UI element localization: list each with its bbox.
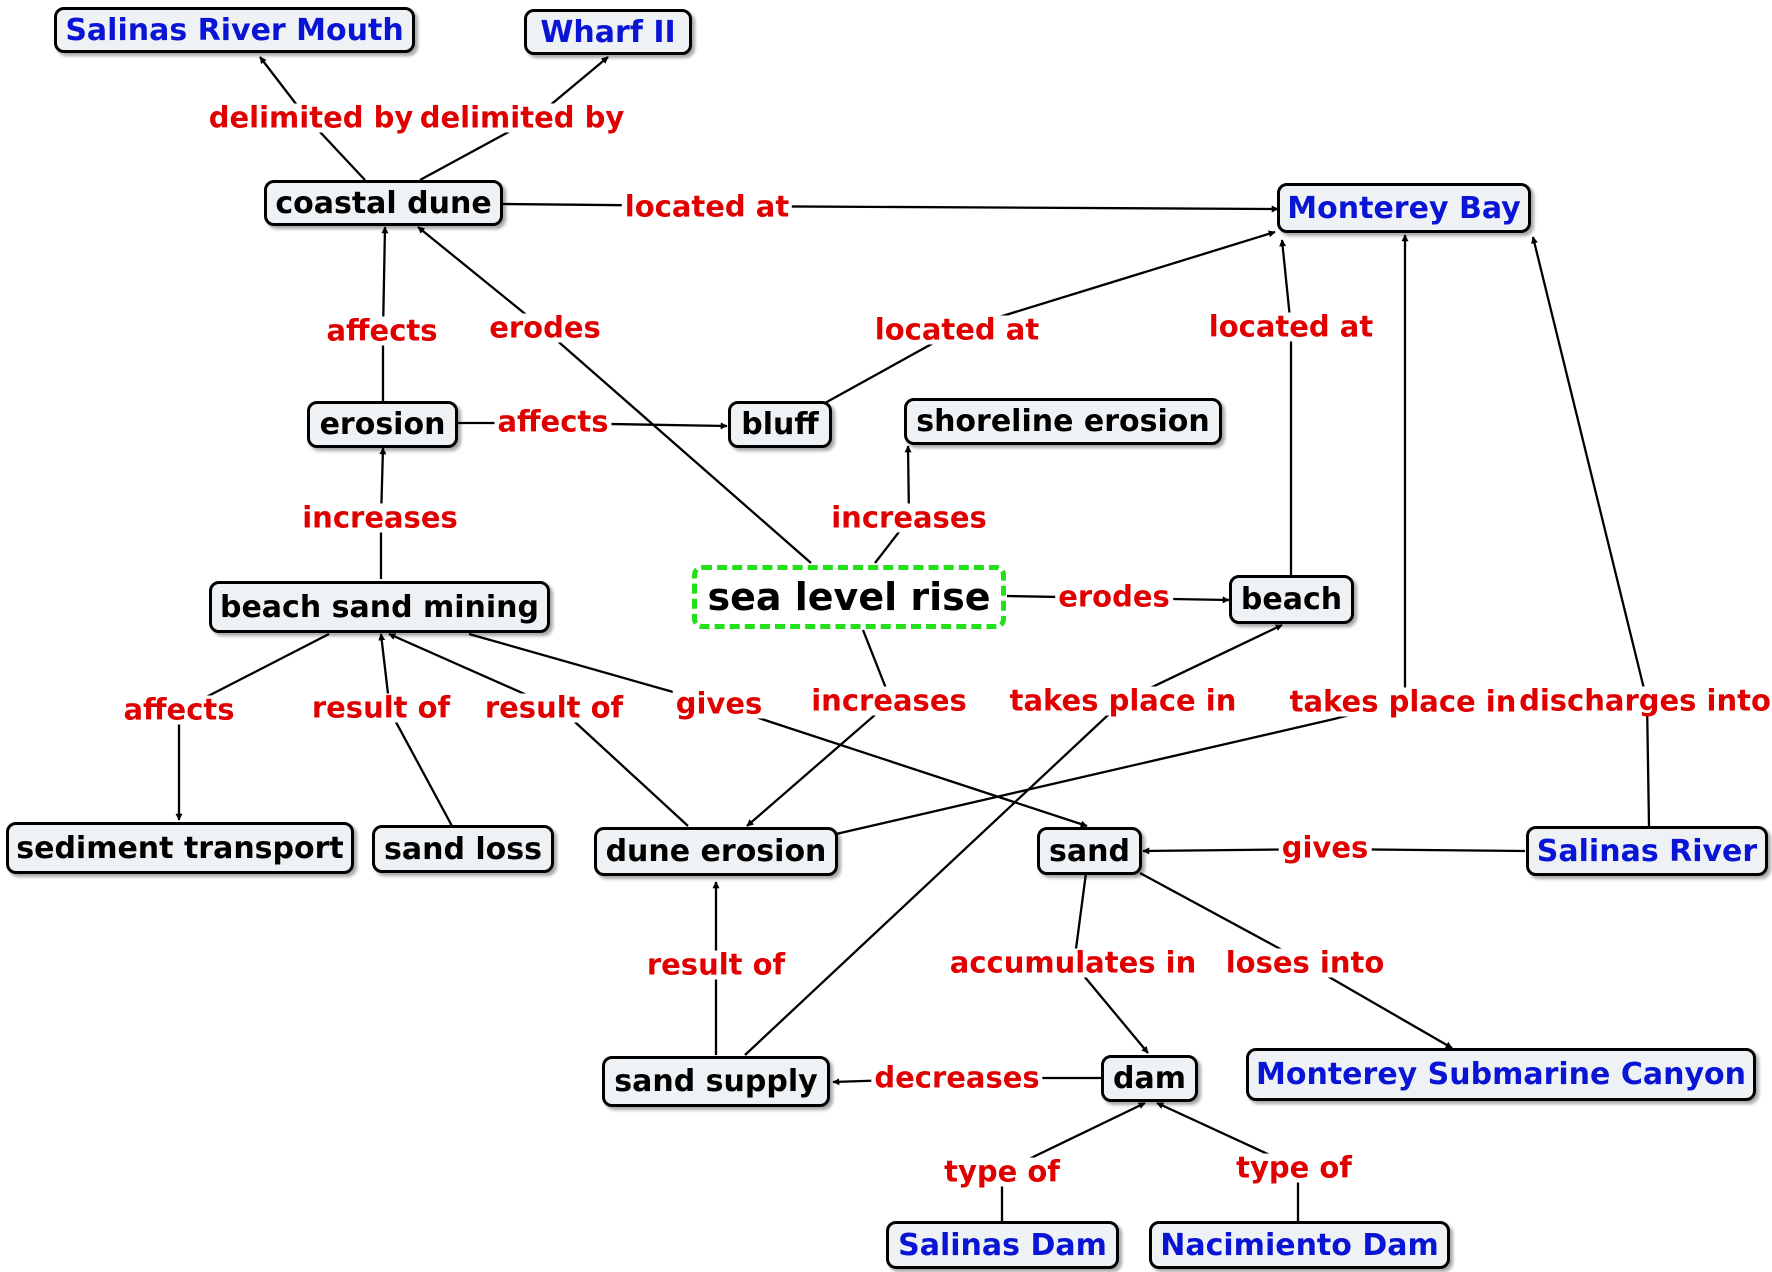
link-result-of: result of	[308, 693, 454, 723]
edge-beach-located-at	[1279, 239, 1293, 589]
node-bluff: bluff	[728, 401, 832, 448]
link-affects: affects	[323, 316, 441, 346]
node-monterey-submarine-canyon: Monterey Submarine Canyon	[1246, 1048, 1756, 1101]
link-erodes: erodes	[1055, 582, 1173, 612]
node-salinas-river: Salinas River	[1526, 826, 1768, 876]
link-erodes: erodes	[486, 313, 604, 343]
edge-dune-erosion-result-of	[388, 632, 689, 827]
node-nacimiento-dam: Nacimiento Dam	[1149, 1221, 1450, 1269]
edge-sand-loss-result-of	[378, 633, 454, 827]
node-erosion: erosion	[307, 401, 458, 448]
edge-sea-level-rise-erodes-coastal-dune	[417, 226, 812, 564]
node-sand: sand	[1037, 827, 1142, 875]
node-beach-sand-mining: beach sand mining	[209, 581, 550, 633]
node-dam: dam	[1101, 1055, 1198, 1102]
link-increases: increases	[808, 686, 970, 716]
link-takes-place-in: takes place in	[1286, 687, 1520, 717]
edge-salinas-river-discharges	[1531, 236, 1651, 827]
node-sea-level-rise: sea level rise	[692, 565, 1006, 629]
link-accumulates-in: accumulates in	[946, 948, 1200, 978]
link-delimited-by: delimited by	[205, 103, 417, 133]
link-decreases: decreases	[871, 1063, 1043, 1093]
node-salinas-river-mouth: Salinas River Mouth	[54, 7, 415, 53]
node-shoreline-erosion: shoreline erosion	[904, 398, 1222, 445]
link-gives: gives	[672, 689, 766, 719]
link-located-at: located at	[871, 315, 1043, 345]
link-result-of: result of	[481, 693, 627, 723]
node-sediment-transport: sediment transport	[6, 822, 354, 874]
link-gives: gives	[1278, 833, 1372, 863]
link-discharges-into: discharges into	[1516, 686, 1772, 716]
node-beach: beach	[1229, 575, 1354, 624]
link-located-at: located at	[621, 192, 793, 222]
link-takes-place-in: takes place in	[1006, 686, 1240, 716]
node-sand-supply: sand supply	[602, 1056, 830, 1107]
edge-sea-level-rise-increases-dune-erosion	[746, 629, 893, 827]
link-affects: affects	[120, 695, 238, 725]
link-delimited-by: delimited by	[416, 103, 628, 133]
node-monterey-bay: Monterey Bay	[1277, 183, 1531, 233]
node-wharf-ii: Wharf II	[524, 9, 692, 55]
node-sand-loss: sand loss	[372, 825, 554, 873]
link-affects: affects	[494, 407, 612, 437]
node-coastal-dune: coastal dune	[264, 180, 503, 226]
link-located-at: located at	[1205, 312, 1377, 342]
link-type-of: type of	[941, 1157, 1063, 1187]
edge-sand-mining-affects-transport	[175, 632, 330, 821]
node-dune-erosion: dune erosion	[594, 827, 838, 876]
edge-coastal-dune-located-at	[501, 202, 1279, 213]
link-loses-into: loses into	[1222, 948, 1388, 978]
link-increases: increases	[828, 503, 990, 533]
link-type-of: type of	[1233, 1153, 1355, 1183]
link-result-of: result of	[643, 950, 789, 980]
link-increases: increases	[299, 503, 461, 533]
node-salinas-dam: Salinas Dam	[886, 1221, 1119, 1269]
